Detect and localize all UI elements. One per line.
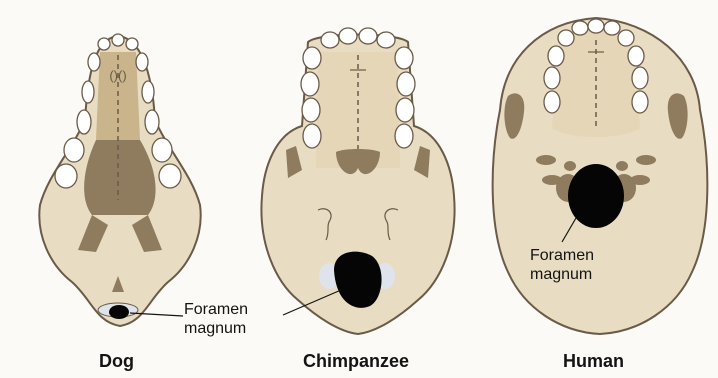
svg-text:()(): ()() — [109, 68, 126, 83]
human-skull — [493, 18, 708, 334]
dog-foramen-label-line1: Foramen — [184, 300, 248, 319]
dog-caption: Dog — [99, 352, 134, 370]
dog-foramen-label: Foramen magnum — [184, 300, 248, 338]
dog-nasal-region — [84, 140, 155, 215]
chimpanzee-caption: Chimpanzee — [303, 352, 409, 370]
dog-skull: ()() — [39, 34, 200, 326]
human-foramen-label: Foramen magnum — [530, 246, 594, 284]
human-foramen-label-line1: Foramen — [530, 246, 594, 265]
dog-foramen-label-line2: magnum — [184, 319, 248, 338]
dog-foramen-magnum — [109, 305, 129, 319]
human-foramen-label-line2: magnum — [530, 265, 594, 284]
chimpanzee-skull — [261, 28, 454, 334]
human-caption: Human — [563, 352, 624, 370]
